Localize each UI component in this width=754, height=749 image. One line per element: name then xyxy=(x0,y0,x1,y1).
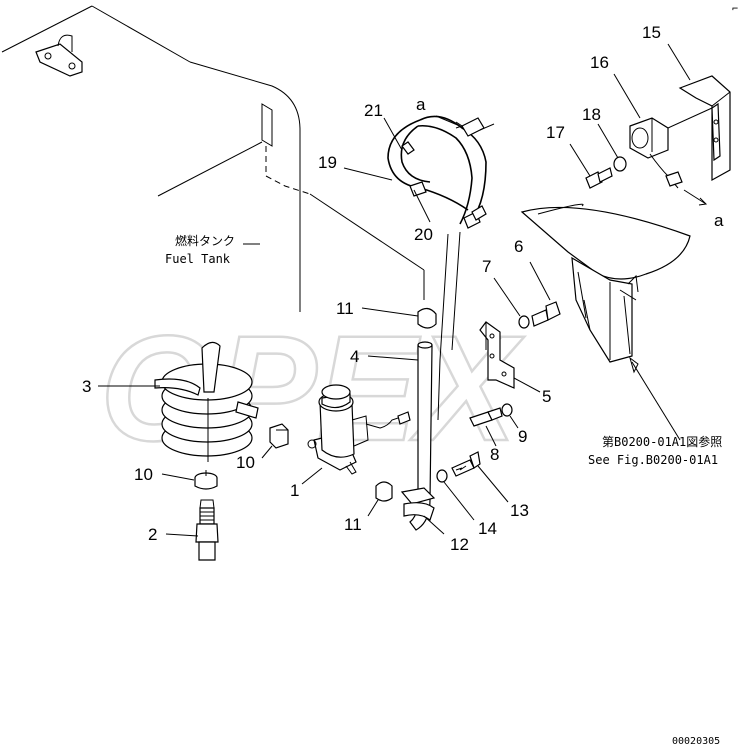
small-clamp-left xyxy=(269,423,289,449)
fender-mount xyxy=(520,203,691,363)
callout-19: 19 xyxy=(318,153,337,172)
callout-15: 15 xyxy=(642,23,661,42)
fuel-tank-outline xyxy=(1,5,425,312)
callout-11-lower: 11 xyxy=(344,515,362,534)
clamp-lower xyxy=(375,481,393,502)
callout-20: 20 xyxy=(414,225,433,244)
callout-5: 5 xyxy=(542,387,551,406)
switch-plate xyxy=(678,75,731,182)
strainer-fitting xyxy=(195,499,219,561)
callout-6: 6 xyxy=(514,237,523,256)
connector-a-top-label: a xyxy=(416,95,426,114)
fuel-pump xyxy=(307,384,411,475)
callout-10-lower: 10 xyxy=(134,465,153,484)
wire-harness xyxy=(387,115,495,229)
corner-mark: ⌐ xyxy=(732,4,738,15)
callout-14: 14 xyxy=(478,519,497,538)
hose-clamp-bottom xyxy=(194,470,218,490)
callout-9: 9 xyxy=(518,427,527,446)
callout-4: 4 xyxy=(350,347,359,366)
drawing-number: 00020305 xyxy=(672,736,720,747)
callout-3: 3 xyxy=(82,377,91,396)
switch-body xyxy=(629,107,713,189)
callout-7: 7 xyxy=(482,257,491,276)
fuel-tube xyxy=(409,231,461,531)
fuel-tank-label-jp: 燃料タンク xyxy=(175,233,235,248)
bolt-13-washer-14 xyxy=(436,451,481,483)
see-fig-reference: 第B0200-01A1図参照 See Fig.B0200-01A1 xyxy=(588,356,722,467)
connector-a-right: a xyxy=(683,189,724,230)
callouts: 1 2 3 4 5 6 7 8 9 10 10 11 11 xyxy=(82,23,691,554)
callout-8: 8 xyxy=(490,445,499,464)
connector-a-top: a xyxy=(416,95,464,129)
callout-10-upper: 10 xyxy=(236,453,255,472)
callout-13: 13 xyxy=(510,501,529,520)
callout-12: 12 xyxy=(450,535,469,554)
connector-a-right-label: a xyxy=(714,211,724,230)
bolt-6-washer-7 xyxy=(518,301,561,329)
hose-coil xyxy=(154,341,259,462)
nut-18-bolt-17 xyxy=(585,156,627,189)
callout-17: 17 xyxy=(546,123,565,142)
callout-11-upper: 11 xyxy=(336,299,354,318)
callout-18: 18 xyxy=(582,105,601,124)
callout-21: 21 xyxy=(364,101,383,120)
callout-2: 2 xyxy=(148,525,157,544)
bolt-8-washer-9 xyxy=(469,403,513,427)
callout-1: 1 xyxy=(290,481,299,500)
see-fig-label-en: See Fig.B0200-01A1 xyxy=(588,453,718,467)
fuel-tank-label: 燃料タンク Fuel Tank xyxy=(165,233,260,266)
see-fig-label-jp: 第B0200-01A1図参照 xyxy=(602,434,722,449)
fuel-tank-label-en: Fuel Tank xyxy=(165,252,231,266)
tube-clamp xyxy=(400,487,436,522)
tank-bracket xyxy=(35,34,83,77)
clamp-upper xyxy=(417,307,437,329)
callout-16: 16 xyxy=(590,53,609,72)
